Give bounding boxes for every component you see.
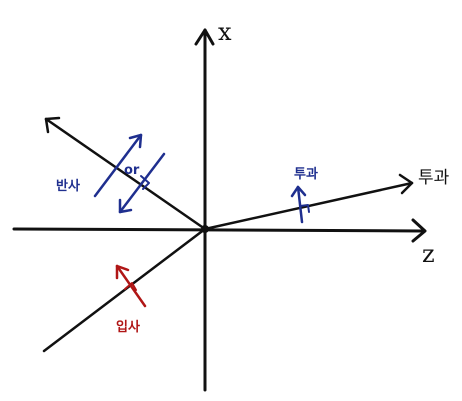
transmitted-e-field-arrow xyxy=(290,185,310,224)
z-axis xyxy=(12,218,427,243)
reflected-label: 반사 xyxy=(56,178,80,194)
reflected-ray xyxy=(44,116,207,231)
transmitted-label: 투과 xyxy=(418,168,450,188)
incident-ray xyxy=(42,227,207,353)
incident-label: 입사 xyxy=(116,319,140,335)
incident-e-field-arrow xyxy=(115,264,147,308)
z-axis-label: z xyxy=(422,240,435,268)
x-axis-label: x xyxy=(218,18,232,46)
reflected-e-field-up-arrow xyxy=(93,133,143,198)
reflected-or-label: or xyxy=(124,163,140,178)
reflected-e-field-down-arrow xyxy=(118,152,166,214)
transmitted-ray xyxy=(203,173,414,231)
reflected-right-angle-mark xyxy=(140,175,150,190)
transmitted-small-label: 투과 xyxy=(294,167,318,182)
origin-point xyxy=(201,225,209,233)
x-axis xyxy=(194,28,215,392)
